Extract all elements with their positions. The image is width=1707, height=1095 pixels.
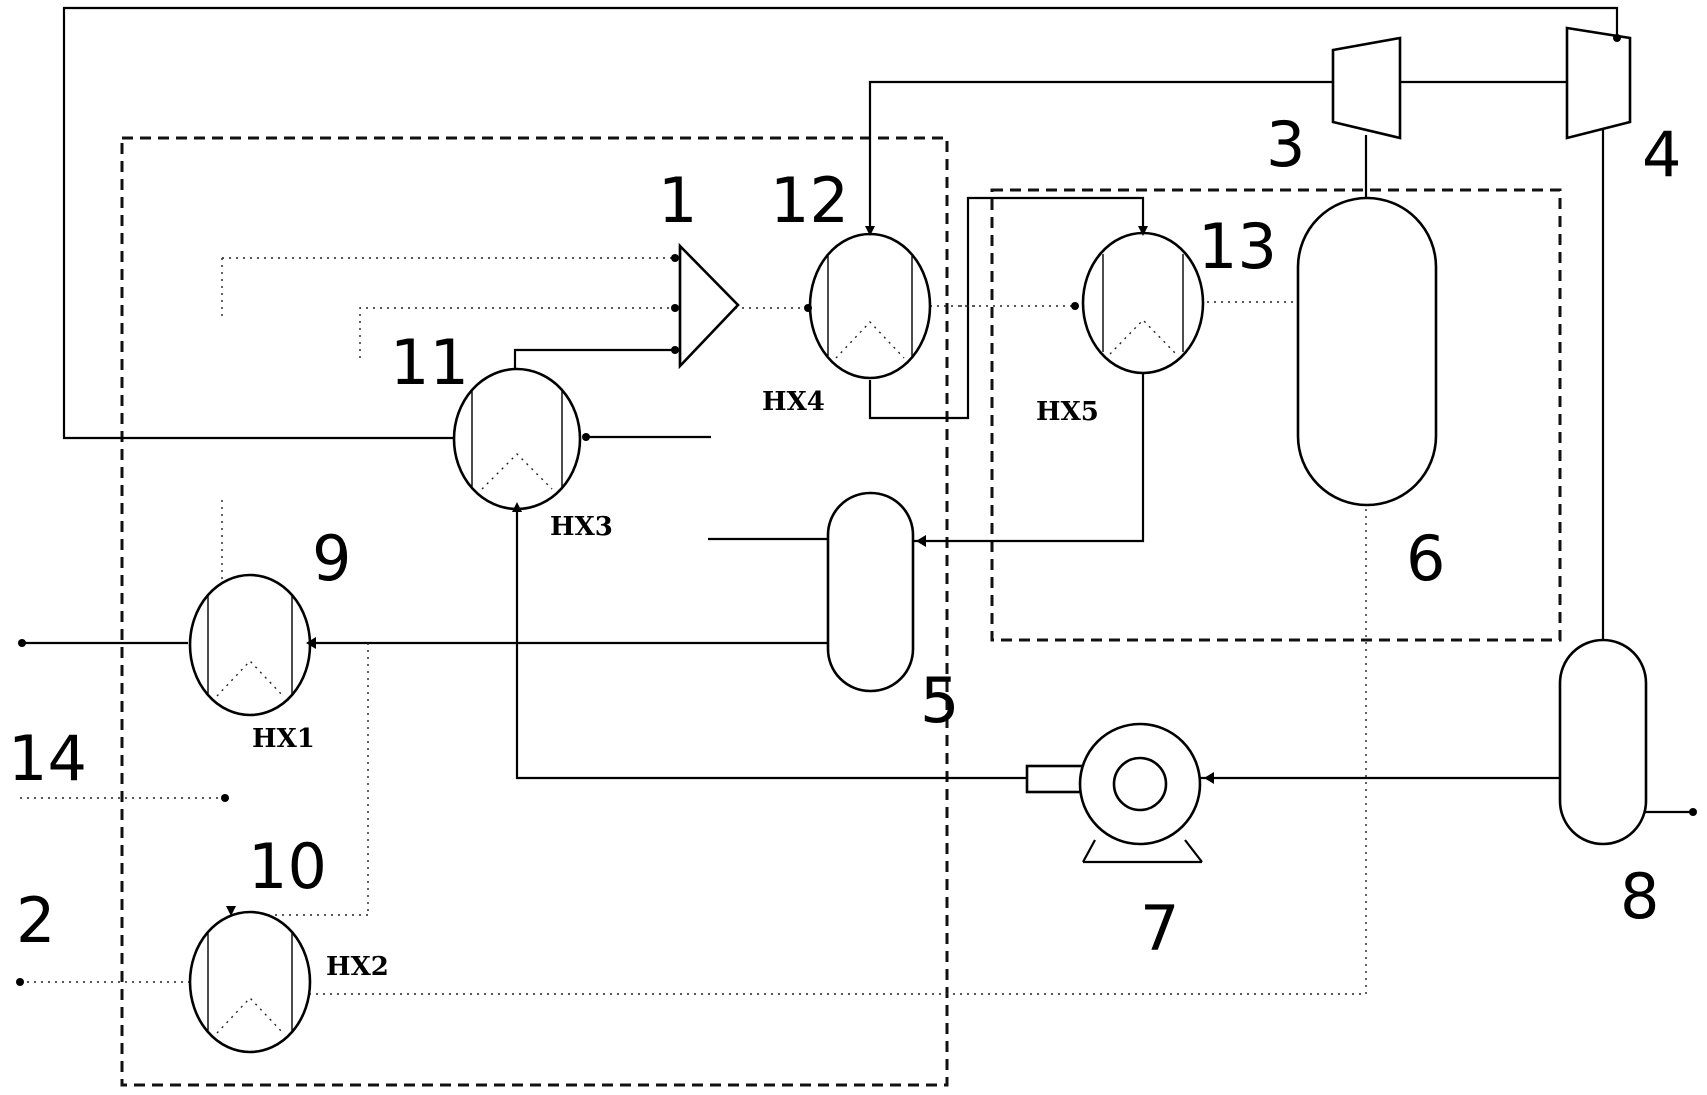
system-boundary-left xyxy=(120,136,949,1087)
label-6: 6 xyxy=(1406,522,1445,595)
heat-exchanger-hx3 xyxy=(452,367,582,511)
compressor-3 xyxy=(1331,36,1402,140)
hx1-label: HX1 xyxy=(252,724,315,754)
label-9: 9 xyxy=(312,522,351,595)
solid-streams xyxy=(22,6,1693,814)
compressor-4 xyxy=(1565,26,1632,140)
reactor-vessel-6 xyxy=(1296,196,1438,507)
hx2-label: HX2 xyxy=(326,952,389,982)
equipment-number-labels: 1 2 3 4 5 6 7 8 9 10 11 12 13 14 xyxy=(8,108,1681,965)
label-8: 8 xyxy=(1620,860,1659,933)
heat-exchanger-labels: HX1 HX2 HX3 HX4 HX5 xyxy=(252,387,1099,982)
label-4: 4 xyxy=(1642,118,1681,191)
heat-exchanger-hx5 xyxy=(1081,231,1205,375)
mixer-1 xyxy=(678,242,740,370)
label-2: 2 xyxy=(16,884,55,957)
label-11: 11 xyxy=(390,326,469,399)
label-10: 10 xyxy=(248,830,327,903)
label-5: 5 xyxy=(920,664,959,737)
label-13: 13 xyxy=(1198,210,1277,283)
hx3-label: HX3 xyxy=(550,512,613,542)
label-1: 1 xyxy=(658,164,697,237)
label-12: 12 xyxy=(770,164,849,237)
system-boundary-right xyxy=(990,188,1562,642)
connection-points xyxy=(16,34,1697,986)
hx5-label: HX5 xyxy=(1036,397,1099,427)
label-7: 7 xyxy=(1140,892,1179,965)
dotted-streams xyxy=(20,257,1367,995)
separator-vessel-8 xyxy=(1558,638,1648,846)
separator-vessel-5 xyxy=(826,491,915,693)
label-14: 14 xyxy=(8,722,87,795)
pump-7 xyxy=(1025,722,1203,864)
heat-exchanger-hx4 xyxy=(808,232,932,380)
label-3: 3 xyxy=(1266,108,1305,181)
heat-exchanger-hx1 xyxy=(188,573,312,717)
heat-exchanger-hx2 xyxy=(188,910,312,1054)
hx4-label: HX4 xyxy=(762,387,825,417)
